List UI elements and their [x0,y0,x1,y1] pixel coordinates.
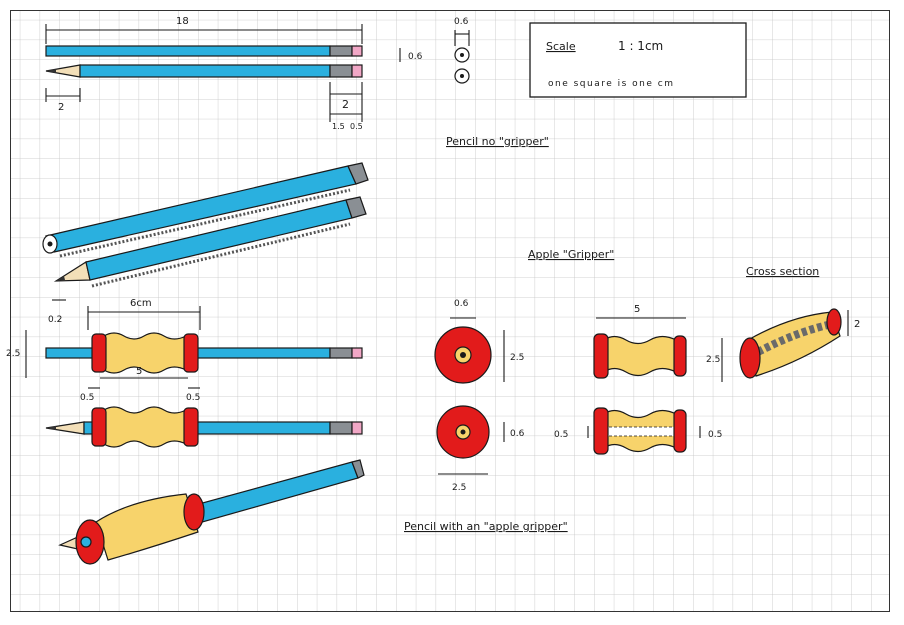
pencil-with-gripper-side-1 [45,332,363,374]
dimension-tip-length: 2 [45,88,81,113]
dim-label-front-height: 2.5 [510,353,524,363]
pencil-end-view-top: 0.6 0.6 [399,17,470,84]
dim-label-pencil-length: 18 [176,16,189,27]
dim-label-cs-height: 2 [854,319,860,330]
gripper-section-view: 0.5 0.5 [554,407,722,455]
scale-box: Scale 1 : 1cm one square is one cm [529,22,747,98]
gripper-front-view: 0.6 2.5 [434,299,524,384]
dimension-end-length: 2 1.5 0.5 [329,82,363,131]
pencil-with-gripper-side-2 [45,406,363,448]
dimension-grip-total: 6cm [87,298,201,330]
dim-label-ferrule: 1.5 [332,122,345,131]
dim-label-end-diameter-side: 0.6 [408,52,423,62]
dim-label-grip-height: 2.5 [6,349,20,359]
title-pencil-with-gripper: Pencil with an "apple gripper" [404,520,568,533]
dim-label-grip-total: 6cm [130,298,152,309]
dim-label-side-width: 5 [634,304,640,315]
pencil-with-gripper-perspective [58,459,365,565]
gripper-side-view: 5 2.5 [593,304,723,382]
title-pencil-no-gripper: Pencil no "gripper" [446,135,549,148]
dim-label-section-left: 0.5 [554,430,568,440]
dimension-grip-height: 2.5 [6,330,27,378]
dim-label-end-length: 2 [342,98,349,111]
pencil-perspective-upper [42,162,369,258]
dimension-offset: 0.2 [48,299,66,325]
dim-label-side-height: 2.5 [706,355,720,365]
dim-label-offset: 0.2 [48,315,62,325]
dimension-grip-mid: 5 0.5 0.5 [80,366,200,403]
dim-label-flange-left: 0.5 [80,393,94,403]
dim-label-front-top: 0.6 [454,299,469,309]
title-apple-gripper: Apple "Gripper" [528,248,614,261]
dim-label-hole: 0.6 [510,429,525,439]
scale-note: one square is one cm [548,79,675,89]
dim-label-eraser: 0.5 [350,122,363,131]
dimension-pencil-length: 18 [45,16,363,44]
dim-label-front-width: 2.5 [452,483,466,493]
dim-label-grip-mid: 5 [136,366,142,377]
dim-label-section-right: 0.5 [708,430,722,440]
title-cross-section: Cross section [746,265,819,278]
gripper-front-view-hole: 0.6 2.5 [436,405,525,493]
scale-ratio: 1 : 1cm [618,39,663,53]
pencil-perspective-lower [53,196,367,288]
pencil-top-sharpened [45,64,363,78]
dim-label-tip-length: 2 [58,102,64,113]
dim-label-end-diameter-top: 0.6 [454,17,469,27]
pencil-top-unsharpened [45,45,363,57]
dim-label-flange-right: 0.5 [186,393,200,403]
scale-label: Scale [546,40,576,53]
gripper-cross-section-perspective: 2 [739,308,860,379]
